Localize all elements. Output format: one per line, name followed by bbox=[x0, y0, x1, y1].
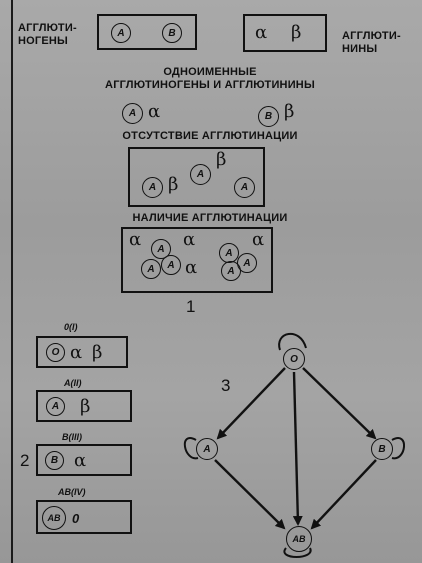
presence-heading: НАЛИЧИЕ АГГЛЮТИНАЦИИ bbox=[132, 212, 288, 224]
group-box-a: A β bbox=[36, 390, 132, 422]
presence-alpha-4: α bbox=[185, 257, 198, 278]
agglutinins-label: АГГЛЮТИ- НИНЫ bbox=[342, 30, 401, 55]
self-loop-o bbox=[278, 332, 307, 351]
same-name-a-circle: A bbox=[122, 103, 143, 124]
group-a-beta: β bbox=[80, 396, 91, 417]
same-name-b-circle: B bbox=[258, 106, 279, 127]
agglutinins-box: α β bbox=[243, 14, 327, 52]
group-b-alpha: α bbox=[74, 450, 87, 471]
absence-a-circle-2: A bbox=[190, 164, 211, 185]
presence-box: α α α A A A α A A A bbox=[121, 227, 273, 293]
group-b-circle: B bbox=[45, 451, 64, 470]
group-label-ab: AB(IV) bbox=[58, 487, 86, 497]
presence-alpha-3: α bbox=[252, 229, 265, 250]
same-name-beta: β bbox=[284, 101, 295, 122]
figure-number-2: 2 bbox=[20, 451, 30, 470]
presence-alpha-1: α bbox=[129, 229, 142, 250]
arrow-o-to-ab bbox=[292, 371, 303, 526]
agglutinin-alpha: α bbox=[255, 22, 268, 43]
absence-box: A β A β A bbox=[128, 147, 265, 207]
arrow-o-to-a bbox=[216, 367, 286, 440]
graph-node-o: O bbox=[283, 348, 305, 370]
group-box-b: B α bbox=[36, 444, 132, 476]
figure-number-1: 1 bbox=[186, 297, 196, 316]
agglutinogens-box: A B bbox=[97, 14, 197, 50]
arrow-o-to-b bbox=[302, 367, 377, 440]
arrow-b-to-ab bbox=[310, 459, 377, 530]
group-0-beta: β bbox=[92, 342, 103, 363]
group-ab-zero: 0 bbox=[72, 511, 80, 526]
agglutinogen-b-circle: B bbox=[162, 23, 182, 43]
presence-a-circle-3: A bbox=[161, 255, 181, 275]
self-loop-a bbox=[183, 437, 199, 460]
group-box-0: O α β bbox=[36, 336, 128, 368]
left-border-line bbox=[11, 0, 13, 563]
absence-a-circle-3: A bbox=[234, 177, 255, 198]
figure-number-3: 3 bbox=[221, 376, 231, 395]
same-name-alpha: α bbox=[148, 101, 161, 122]
group-label-b: B(III) bbox=[62, 432, 82, 442]
agglutinin-beta: β bbox=[291, 22, 302, 43]
agglutinogen-a-circle: A bbox=[111, 23, 131, 43]
group-box-ab: AB 0 bbox=[36, 500, 132, 534]
graph-node-b: B bbox=[371, 438, 393, 460]
self-loop-ab bbox=[283, 547, 312, 558]
presence-a-circle-2: A bbox=[141, 259, 161, 279]
group-label-0: 0(I) bbox=[64, 322, 78, 332]
absence-beta-1: β bbox=[168, 174, 179, 195]
absence-heading: ОТСУТСТВИЕ АГГЛЮТИНАЦИИ bbox=[122, 130, 298, 142]
arrow-a-to-ab bbox=[214, 459, 286, 530]
group-0-alpha: α bbox=[70, 342, 83, 363]
presence-a-circle-6: A bbox=[237, 253, 257, 273]
graph-node-ab: AB bbox=[286, 526, 312, 552]
agglutinogens-label: АГГЛЮТИ- НОГЕНЫ bbox=[18, 22, 77, 47]
group-a-circle: A bbox=[46, 397, 65, 416]
same-name-heading: ОДНОИМЕННЫЕ АГГЛЮТИНОГЕНЫ И АГГЛЮТИНИНЫ bbox=[105, 66, 315, 91]
self-loop-b bbox=[391, 437, 406, 460]
group-label-a: A(II) bbox=[64, 378, 82, 388]
absence-a-circle-1: A bbox=[142, 177, 163, 198]
absence-beta-2: β bbox=[216, 149, 227, 170]
group-0-o-circle: O bbox=[46, 343, 65, 362]
presence-a-circle-1: A bbox=[151, 239, 171, 259]
presence-alpha-2: α bbox=[183, 229, 196, 250]
graph-node-a: A bbox=[196, 438, 218, 460]
group-ab-circle: AB bbox=[42, 506, 66, 530]
